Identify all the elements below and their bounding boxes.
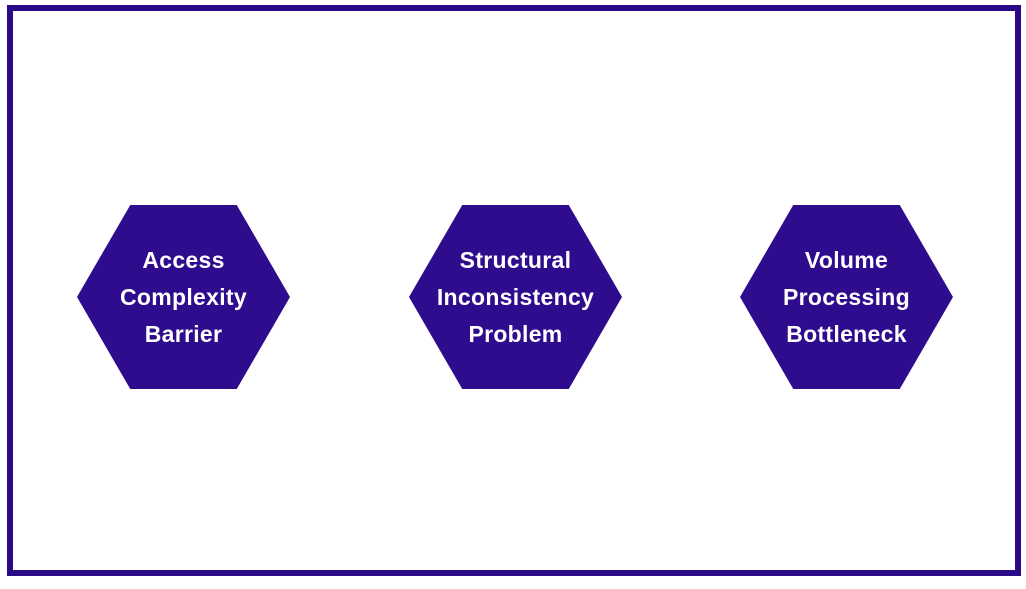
hexagon-access-complexity-barrier: Access Complexity Barrier	[77, 205, 290, 389]
hexagon-label-line: Processing	[783, 283, 910, 310]
hexagon-structural-inconsistency-problem: Structural Inconsistency Problem	[409, 205, 622, 389]
hexagon-label-line: Access	[142, 246, 225, 273]
hexagon-label-line: Bottleneck	[786, 320, 907, 347]
hexagon-label-line: Volume	[804, 246, 889, 273]
hexagon-label-line: Complexity	[120, 283, 247, 310]
hexagon-label-line: Inconsistency	[436, 283, 595, 310]
hexagon-label-line: Structural	[459, 246, 572, 273]
hexagon-label-line: Barrier	[144, 320, 223, 347]
hexagon-volume-processing-bottleneck: Volume Processing Bottleneck	[740, 205, 953, 389]
hexagon-label-line: Problem	[468, 320, 563, 347]
